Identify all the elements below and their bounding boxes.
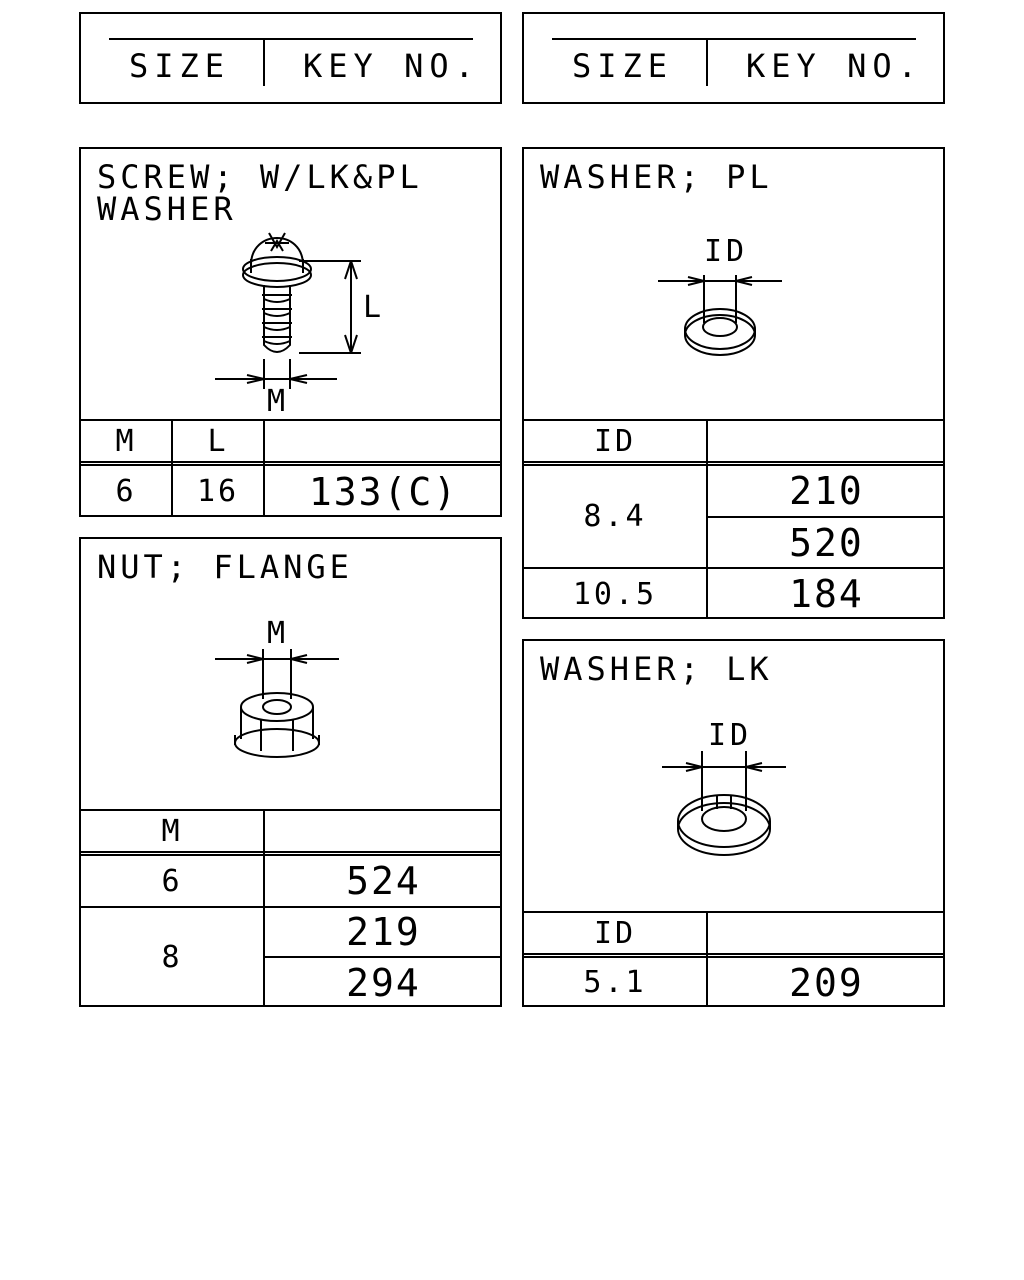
screw-title-line1: SCREW; W/LK&PL — [97, 158, 423, 196]
washer-pl-row-key: 520 — [789, 520, 864, 565]
washer-lk-drawing — [662, 751, 786, 856]
washer-pl-title: WASHER; PL — [540, 158, 773, 196]
washer-pl-dim-id-label: ID — [704, 234, 749, 269]
legend-key-no-label: KEY NO. — [746, 47, 923, 85]
washer-lk-col-id-header: ID — [593, 915, 637, 951]
washer-lk-row-id: 5.1 — [583, 965, 647, 1000]
screw-dim-l-label: L — [363, 290, 382, 325]
nut-drawing — [215, 649, 339, 758]
nut-row-m: 6 — [161, 863, 183, 899]
nut-row-key: 294 — [346, 960, 421, 1005]
washer-pl-panel: WASHER; PL ID ID 8.4 210 520 10.5 184 — [522, 147, 945, 619]
washer-pl-row-key: 184 — [789, 572, 864, 616]
nut-title: NUT; FLANGE — [97, 548, 353, 586]
screw-dim-m-label: M — [267, 384, 286, 419]
screw-drawing — [215, 232, 361, 389]
nut-row-m: 8 — [161, 940, 183, 975]
washer-lk-dim-id-label: ID — [708, 718, 753, 753]
nut-col-m-header: M — [161, 813, 183, 849]
nut-row-key: 219 — [346, 910, 421, 954]
nut-dim-m-label: M — [267, 616, 286, 651]
legend-size-label: SIZE — [129, 47, 231, 85]
legend-key-no-label: KEY NO. — [303, 47, 480, 85]
screw-title-line2: WASHER — [97, 190, 237, 228]
legend-box-right: SIZE KEY NO. — [522, 12, 945, 104]
washer-lk-row-key: 209 — [789, 960, 864, 1005]
screw-col-m-header: M — [115, 423, 137, 459]
legend-box-left: SIZE KEY NO. — [79, 12, 502, 104]
washer-pl-row-id: 8.4 — [583, 499, 647, 534]
washer-pl-col-id-header: ID — [593, 423, 637, 459]
screw-row-m: 6 — [115, 474, 137, 509]
washer-pl-row-key: 210 — [789, 469, 864, 513]
screw-panel: SCREW; W/LK&PL WASHER L M M L 6 16 — [79, 147, 502, 517]
nut-panel: NUT; FLANGE M M 6 524 8 219 294 — [79, 537, 502, 1007]
screw-row-l: 16 — [196, 474, 240, 509]
washer-pl-row-id: 10.5 — [572, 576, 658, 612]
screw-col-l-header: L — [207, 423, 229, 459]
washer-lk-title: WASHER; LK — [540, 650, 773, 688]
washer-pl-drawing — [658, 275, 782, 356]
legend-size-label: SIZE — [572, 47, 674, 85]
screw-row-key: 133(C) — [308, 469, 459, 514]
nut-row-key: 524 — [346, 859, 421, 903]
washer-lk-panel: WASHER; LK ID ID 5.1 209 — [522, 639, 945, 1007]
